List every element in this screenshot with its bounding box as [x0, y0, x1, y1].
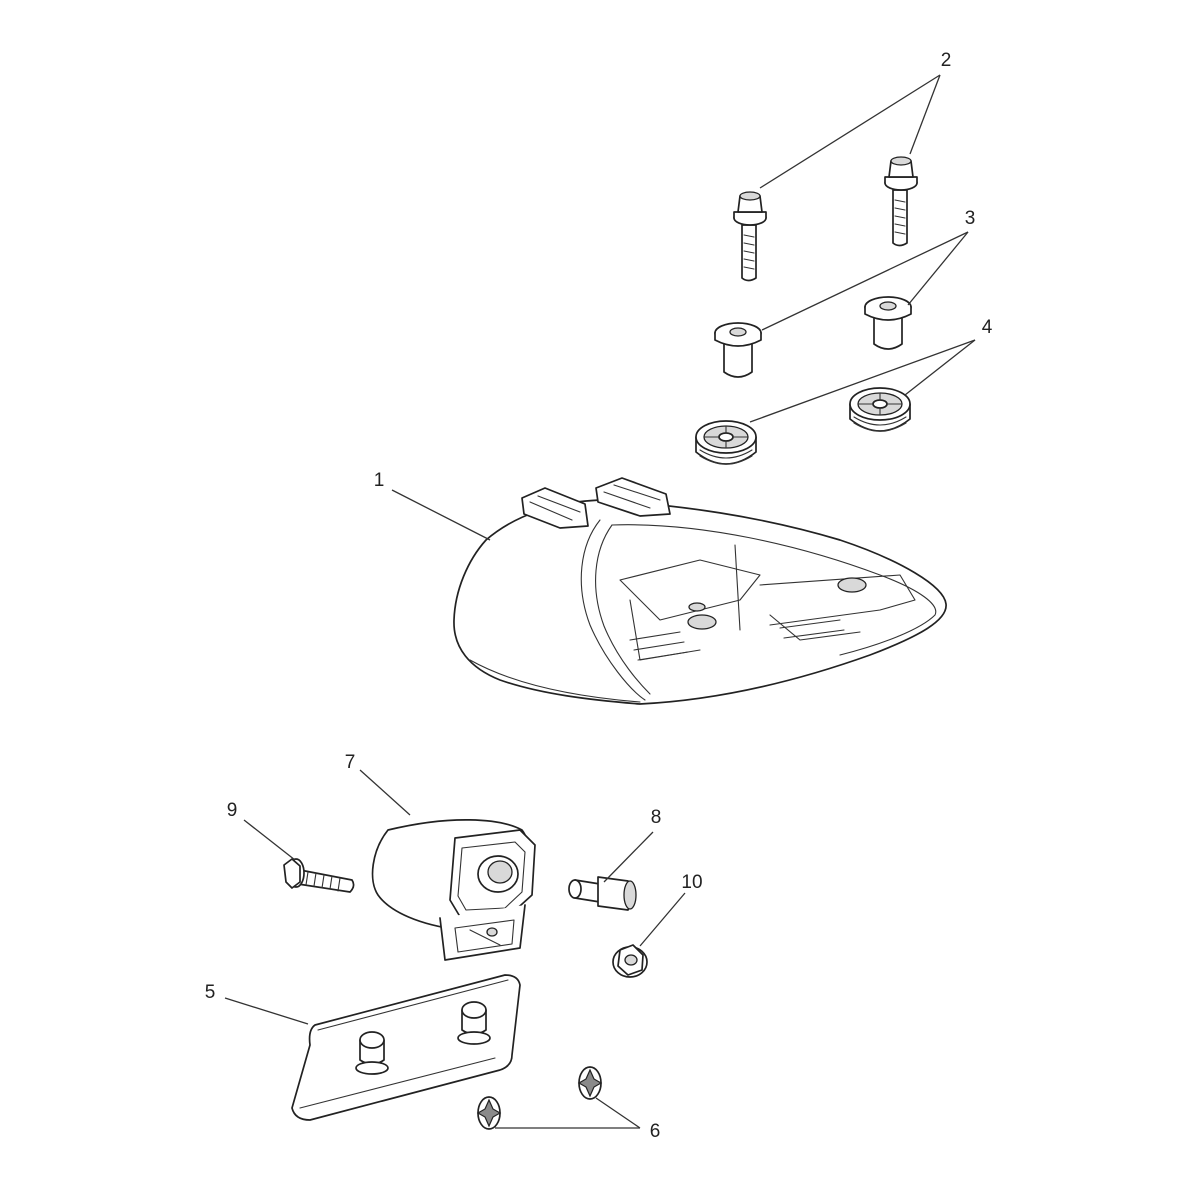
number-plate-lamp [371, 819, 536, 961]
callout-1: 1 [374, 470, 385, 491]
callout-7: 7 [345, 752, 356, 773]
flange-bolt-right [884, 156, 918, 247]
mounting-stud [568, 876, 637, 911]
callout-10: 10 [681, 872, 702, 893]
callout-4: 4 [982, 317, 993, 338]
rear-light-housing [453, 477, 947, 705]
callout-3: 3 [965, 208, 976, 229]
callout-6: 6 [650, 1121, 661, 1142]
flange-nut [612, 944, 648, 978]
callout-9: 9 [227, 800, 238, 821]
lamp-screw [283, 858, 355, 893]
spacer-sleeve-left [714, 322, 762, 378]
flange-bolt-left [733, 191, 767, 282]
rubber-grommet-right [849, 387, 911, 432]
rubber-grommet-left [695, 420, 757, 465]
gasket-peg-right [457, 1001, 491, 1045]
leader-lines [224, 74, 976, 1129]
callout-5: 5 [205, 982, 216, 1003]
spacer-sleeve-right [864, 296, 912, 350]
callout-8: 8 [651, 807, 662, 828]
rubber-gasket [291, 974, 521, 1121]
callout-2: 2 [941, 50, 952, 71]
star-washer-left [476, 1096, 502, 1130]
star-washer-right [577, 1066, 603, 1100]
gasket-peg-left [355, 1031, 389, 1075]
